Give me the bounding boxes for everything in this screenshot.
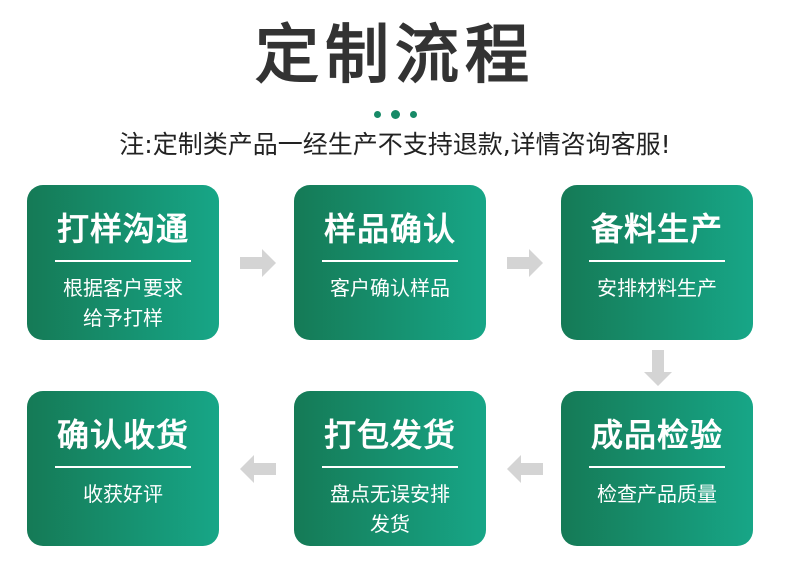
step-card-sample-confirmation: 样品确认 客户确认样品 <box>294 185 486 340</box>
step-description: 根据客户要求 给予打样 <box>27 273 219 333</box>
step-divider <box>55 260 191 262</box>
step-divider <box>322 260 458 262</box>
step-description: 客户确认样品 <box>294 273 486 303</box>
step-title: 备料生产 <box>590 210 723 248</box>
title-decoration-dots <box>0 108 790 120</box>
step-description-line: 检查产品质量 <box>597 482 717 506</box>
step-description-line: 收获好评 <box>83 482 163 506</box>
decoration-dot <box>390 109 400 119</box>
step-title: 样品确认 <box>323 210 456 248</box>
arrow-left-icon <box>507 455 543 483</box>
step-description: 盘点无误安排 发货 <box>294 479 486 539</box>
arrow-left-icon <box>240 455 276 483</box>
step-divider <box>589 260 725 262</box>
arrow-right-icon <box>240 249 276 277</box>
step-description: 收获好评 <box>27 479 219 509</box>
step-description: 安排材料生产 <box>561 273 753 303</box>
step-description-line: 安排材料生产 <box>597 276 717 300</box>
decoration-dot <box>373 110 381 118</box>
step-description-line: 盘点无误安排 <box>330 482 450 506</box>
step-title: 打样沟通 <box>56 210 189 248</box>
step-divider <box>589 466 725 468</box>
decoration-dot <box>409 110 417 118</box>
step-description-line: 发货 <box>370 512 410 536</box>
refund-notice: 注:定制类产品一经生产不支持退款,详情咨询客服! <box>119 130 671 159</box>
step-title: 确认收货 <box>56 416 189 454</box>
step-description: 检查产品质量 <box>561 479 753 509</box>
arrow-down-icon <box>644 350 672 386</box>
step-description-line: 根据客户要求 <box>63 276 183 300</box>
step-card-quality-inspection: 成品检验 检查产品质量 <box>561 391 753 546</box>
step-card-production: 备料生产 安排材料生产 <box>561 185 753 340</box>
step-card-confirm-receipt: 确认收货 收获好评 <box>27 391 219 546</box>
step-title: 成品检验 <box>590 416 723 454</box>
step-card-packing-shipping: 打包发货 盘点无误安排 发货 <box>294 391 486 546</box>
page-title: 定制流程 <box>255 19 535 93</box>
step-divider <box>55 466 191 468</box>
step-divider <box>322 466 458 468</box>
step-card-sampling: 打样沟通 根据客户要求 给予打样 <box>27 185 219 340</box>
step-description-line: 客户确认样品 <box>330 276 450 300</box>
step-description-line: 给予打样 <box>83 306 163 330</box>
arrow-right-icon <box>507 249 543 277</box>
step-title: 打包发货 <box>323 416 456 454</box>
